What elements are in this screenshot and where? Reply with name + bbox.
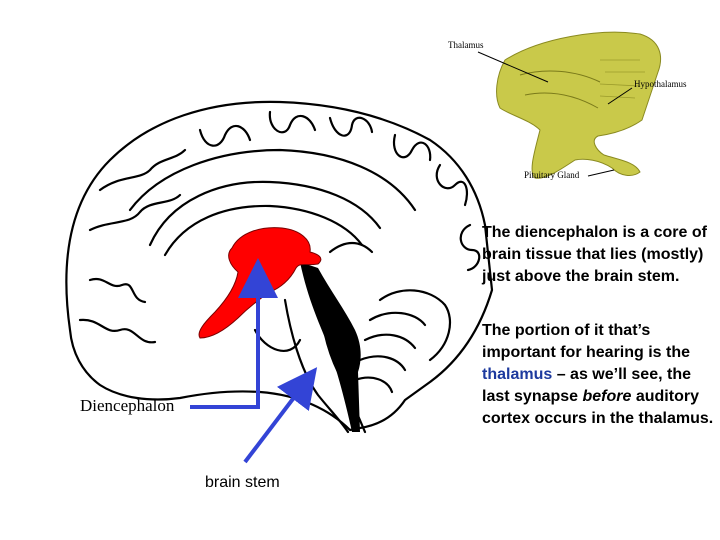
description-paragraph-2: The portion of it that’s important for h…	[482, 320, 718, 430]
brain-stem-label: brain stem	[205, 474, 280, 491]
para2-italic: before	[582, 388, 632, 405]
para2-text-b: – as we’ll see, the last synapse	[482, 366, 691, 405]
diencephalon-label: Diencephalon	[80, 396, 175, 415]
brain-stem-pointer	[243, 367, 318, 464]
description-paragraph-1: The diencephalon is a core of brain tiss…	[482, 224, 707, 285]
para2-text-a: The portion of it that’s important for h…	[482, 322, 691, 361]
inset-hypothalamus-label: Hypothalamus	[634, 79, 687, 89]
diencephalon-inset	[477, 31, 662, 179]
diencephalon-pointer	[190, 258, 278, 409]
para2-text-c: auditory cortex occurs in the thalamus.	[482, 388, 714, 427]
thalamus-highlight: thalamus	[482, 366, 553, 383]
fourth-ventricle	[300, 262, 361, 432]
inset-pituitary-label: Pituitary Gland	[524, 170, 580, 180]
inset-thalamus-label: Thalamus	[448, 40, 484, 50]
